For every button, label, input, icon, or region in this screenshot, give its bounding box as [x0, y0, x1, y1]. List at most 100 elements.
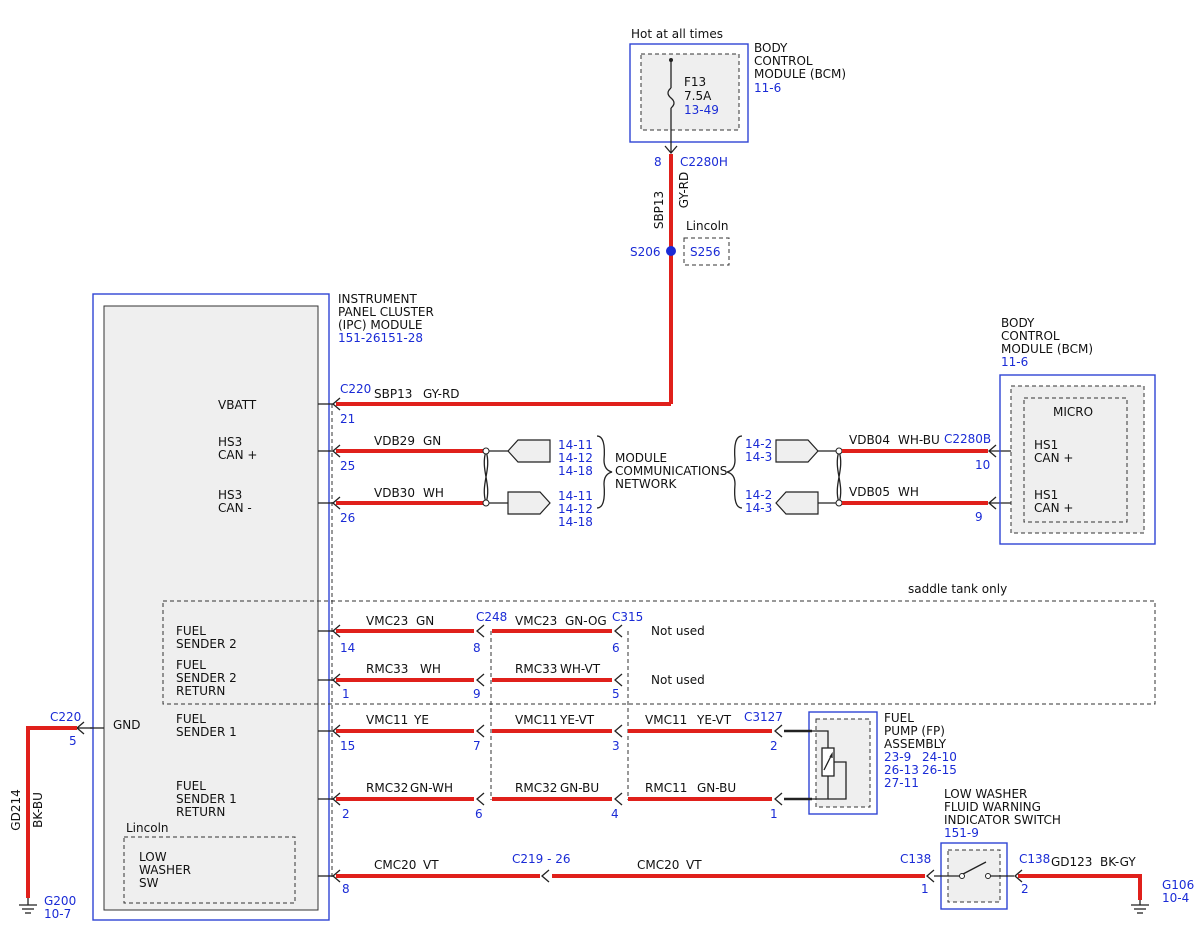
can-refs-b2[interactable]: 14-12: [558, 502, 593, 516]
c3127[interactable]: C3127: [744, 710, 783, 724]
r1-end-pin: 5: [612, 687, 620, 701]
ipc-lw-1: LOW: [139, 850, 167, 864]
ipc-lw-2: WASHER: [139, 863, 191, 877]
can-right-p-pin: 10: [975, 458, 990, 472]
can-r-refs-b2[interactable]: 14-3: [745, 501, 772, 515]
can-refs-a2[interactable]: 14-12: [558, 451, 593, 465]
c315[interactable]: C315: [612, 610, 643, 624]
bcm-top-l3: MODULE (BCM): [754, 67, 846, 81]
splice-dot-icon: [666, 246, 676, 256]
connector-arrow-icon: [332, 869, 341, 883]
bcm-top-l2: CONTROL: [754, 54, 813, 68]
bcm-right-box: [999, 374, 1156, 545]
splice-alt[interactable]: S256: [690, 245, 721, 259]
r15-fp-pin: 2: [770, 739, 778, 753]
r14-end-pin: 6: [612, 641, 620, 655]
r15-col1: YE: [413, 713, 429, 727]
splice-id[interactable]: S206: [630, 245, 661, 259]
r8-col1: VT: [423, 858, 439, 872]
can-flag-right-bottom-icon: [775, 491, 819, 515]
saddle-label: saddle tank only: [908, 582, 1007, 596]
can-r-refs-a2[interactable]: 14-3: [745, 450, 772, 464]
ipc-hs3m-1: HS3: [218, 488, 242, 502]
can-r-refs-b1[interactable]: 14-2: [745, 488, 772, 502]
top-color: GY-RD: [677, 172, 691, 209]
fp-refs2[interactable]: 24-10: [922, 750, 957, 764]
r8-col2: VT: [686, 858, 702, 872]
connector-arrow-icon: [774, 792, 783, 806]
ipc-ref[interactable]: 151-26151-28: [338, 331, 423, 345]
top-conn[interactable]: C2280H: [680, 155, 728, 169]
c138a[interactable]: C138: [900, 852, 931, 866]
can-right-m-pin: 9: [975, 510, 983, 524]
r2-c3: RMC11: [645, 781, 687, 795]
can-left-m-color: WH: [423, 486, 444, 500]
can-refs-a1[interactable]: 14-11: [558, 438, 593, 452]
c248[interactable]: C248: [476, 610, 507, 624]
can-right-m-color: WH: [898, 485, 919, 499]
connector-arrow-icon: [476, 624, 485, 638]
vbatt-color: GY-RD: [423, 387, 460, 401]
can-refs-b3[interactable]: 14-18: [558, 515, 593, 529]
r2-col3: GN-BU: [697, 781, 736, 795]
fp-refs1[interactable]: 23-9: [884, 750, 911, 764]
c219[interactable]: C219 - 26: [512, 852, 571, 866]
r2-fp-pin: 1: [770, 807, 778, 821]
brace-left-icon: [596, 435, 613, 509]
washer-l2: FLUID WARNING: [944, 800, 1041, 814]
g106[interactable]: G106: [1162, 878, 1194, 892]
can-left-p-pin: 25: [340, 459, 355, 473]
r1-pin: 1: [342, 687, 350, 701]
ipc-fs2-1: FUEL: [176, 624, 206, 638]
can-refs-b1[interactable]: 14-11: [558, 489, 593, 503]
connector-arrow-icon: [614, 673, 623, 687]
g200-ref[interactable]: 10-7: [44, 907, 71, 921]
c138b-pin: 2: [1021, 882, 1029, 896]
micro-box: [1023, 397, 1128, 523]
r15-c1: VMC11: [366, 713, 408, 727]
g200[interactable]: G200: [44, 894, 76, 908]
fuel-pump-box: [808, 711, 878, 815]
bcm-hs1b-2: CAN +: [1034, 501, 1073, 515]
fp-l3: ASSEMBLY: [884, 737, 947, 751]
vbatt-conn[interactable]: C220: [340, 382, 371, 396]
bcm-top-ref[interactable]: 11-6: [754, 81, 781, 95]
mcn-1: MODULE: [615, 451, 667, 465]
ipc-fs1r-3: RETURN: [176, 805, 225, 819]
connector-arrow-icon: [614, 624, 623, 638]
fp-refs3[interactable]: 26-13: [884, 763, 919, 777]
twisted-pair-icon: [483, 450, 489, 504]
r1-c1: RMC33: [366, 662, 408, 676]
fp-refs5[interactable]: 27-11: [884, 776, 919, 790]
can-right-conn[interactable]: C2280B: [944, 432, 991, 446]
r8-c1: CMC20: [374, 858, 416, 872]
r15-mid-pin: 7: [473, 739, 481, 753]
can-left-p-color: GN: [423, 434, 441, 448]
g106-ref[interactable]: 10-4: [1162, 891, 1189, 905]
r15-c3: VMC11: [645, 713, 687, 727]
washer-ref[interactable]: 151-9: [944, 826, 979, 840]
can-refs-a3[interactable]: 14-18: [558, 464, 593, 478]
can-r-refs-a1[interactable]: 14-2: [745, 437, 772, 451]
connector-arrow-icon: [476, 724, 485, 738]
r1-c2: RMC33: [515, 662, 557, 676]
fp-refs4[interactable]: 26-15: [922, 763, 957, 777]
bcm-right-ref[interactable]: 11-6: [1001, 355, 1028, 369]
gnd-circuit: GD214: [9, 789, 23, 830]
ipc-module-inner: [103, 305, 319, 911]
top-circuit: SBP13: [652, 191, 666, 229]
can-flag-left-bottom-icon: [507, 491, 551, 515]
can-flag-right-top-icon: [775, 439, 819, 463]
can-right-m-circuit: VDB05: [849, 485, 890, 499]
can-left-m-circuit: VDB30: [374, 486, 415, 500]
fuse-ref[interactable]: 13-49: [684, 103, 719, 117]
c138b[interactable]: C138: [1019, 852, 1050, 866]
ipc-fs2-2: SENDER 2: [176, 637, 237, 651]
ipc-hs3p-2: CAN +: [218, 448, 257, 462]
r8-pin: 8: [342, 882, 350, 896]
r2-p4: 4: [611, 807, 619, 821]
gnd-conn[interactable]: C220: [50, 710, 81, 724]
connector-arrow-icon: [476, 673, 485, 687]
twisted-pair-icon: [836, 450, 842, 504]
fp-l1: FUEL: [884, 711, 914, 725]
